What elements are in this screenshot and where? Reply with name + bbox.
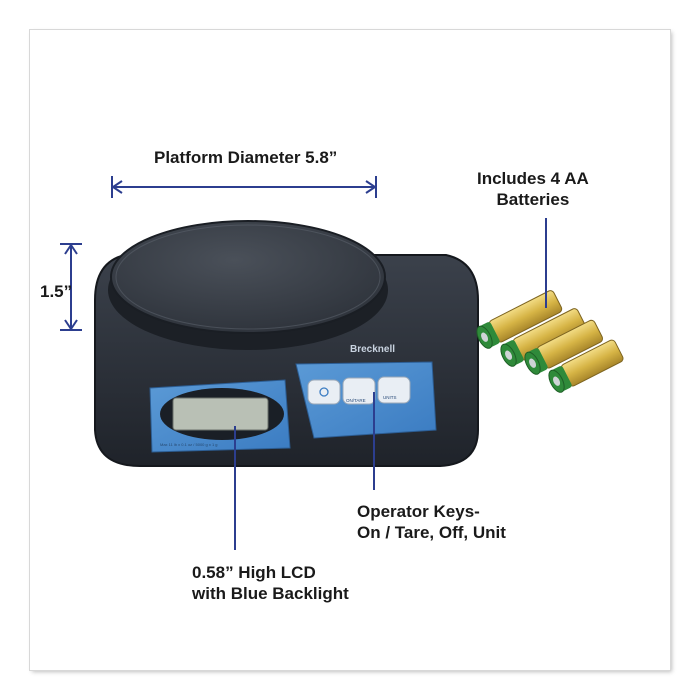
operator-keys-label: Operator Keys- On / Tare, Off, Unit (357, 502, 506, 542)
annotation-lines (60, 176, 547, 550)
svg-text:ON/TARE: ON/TARE (346, 398, 366, 403)
platform-diameter-label: Platform Diameter 5.8” (154, 148, 338, 167)
aa-batteries (476, 290, 624, 393)
units-key (377, 376, 411, 404)
weighing-platform (110, 220, 386, 334)
on-tare-key (342, 377, 376, 405)
off-key (307, 379, 341, 405)
svg-text:UNITS: UNITS (383, 395, 397, 400)
lcd-label: 0.58” High LCD with Blue Backlight (192, 563, 349, 603)
lcd-display (172, 397, 269, 431)
height-label: 1.5” (40, 282, 73, 301)
brand-logo: Brecknell (350, 344, 395, 355)
capacity-text: Max 11 lb x 0.1 oz / 5000 g x 1 g (160, 442, 218, 447)
batteries-label: Includes 4 AA Batteries (477, 169, 589, 209)
digital-scale: Brecknell Max 11 lb x 0.1 oz / 5000 g x … (94, 220, 479, 467)
